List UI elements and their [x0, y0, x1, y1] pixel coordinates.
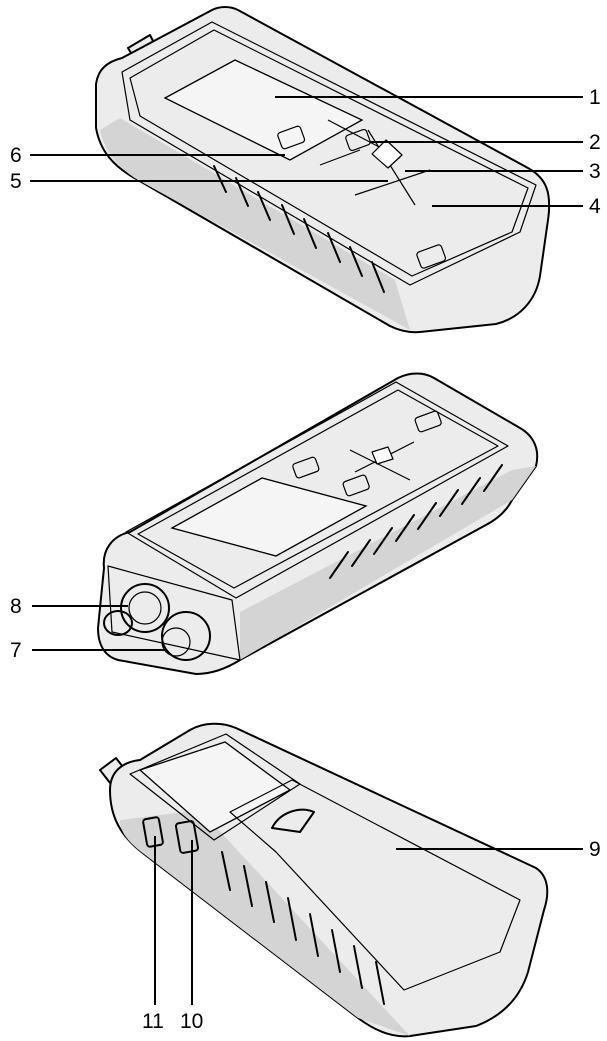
- callout-6: 6: [10, 144, 22, 167]
- esc-button[interactable]: [345, 128, 371, 152]
- cover-latch[interactable]: [271, 808, 315, 833]
- callout-8: 8: [10, 595, 22, 618]
- callout-4: 4: [589, 195, 601, 218]
- device-rear-view: [99, 722, 549, 1038]
- callout-11: 11: [142, 1010, 164, 1033]
- options-button-2[interactable]: [414, 410, 442, 433]
- callout-3: 3: [589, 160, 601, 183]
- battery-compartment-cover[interactable]: [229, 779, 521, 991]
- grip-ribs: [213, 165, 385, 293]
- menu-button[interactable]: [277, 125, 306, 150]
- device-connector-view: [97, 372, 539, 675]
- display-screen: [163, 59, 364, 161]
- callout-10: 10: [180, 1010, 203, 1033]
- grip-ribs-3: [221, 851, 385, 1005]
- callout-1: 1: [589, 86, 601, 109]
- options-button[interactable]: [416, 244, 447, 269]
- esc-button-2[interactable]: [292, 456, 320, 479]
- menu-button-2[interactable]: [342, 474, 370, 497]
- device-front-view: [95, 6, 551, 334]
- grip-ribs-2: [329, 464, 503, 579]
- callout-9: 9: [589, 838, 601, 861]
- side-port-10[interactable]: [175, 820, 199, 854]
- navigation-pad-2[interactable]: [349, 441, 415, 481]
- callout-5: 5: [10, 170, 22, 193]
- callout-7: 7: [10, 639, 22, 662]
- display-screen-2: [170, 477, 368, 557]
- callout-2: 2: [589, 131, 601, 154]
- connector-port-7[interactable]: [161, 611, 211, 661]
- connector-port-8[interactable]: [103, 583, 170, 636]
